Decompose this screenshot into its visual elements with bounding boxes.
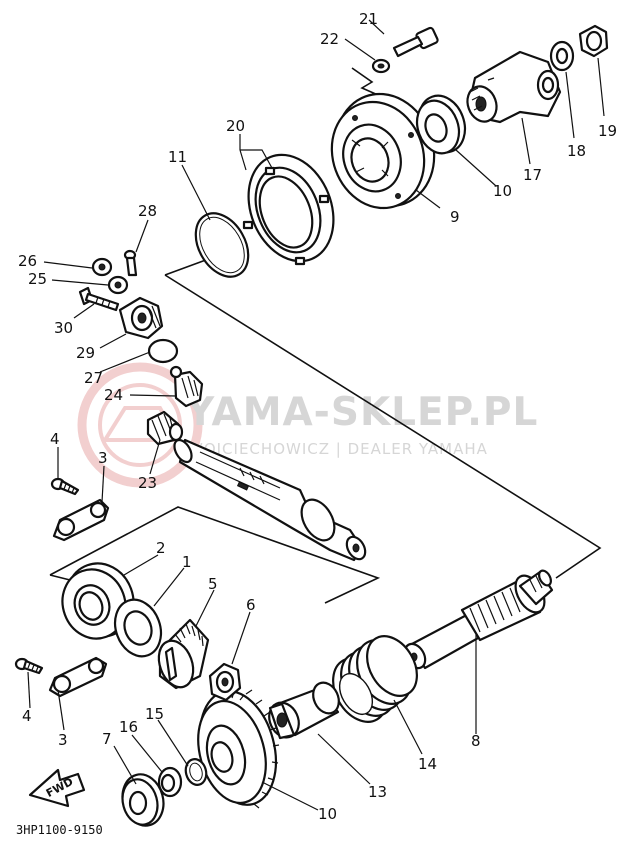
- watermark-subtitle: WOJCIECHOWICZ | DEALER YAMAHA: [188, 440, 488, 458]
- callout-15: 15: [145, 705, 164, 723]
- part-24-gear: [169, 365, 204, 408]
- part-3-plate-upper: [52, 498, 110, 542]
- part-21-bolt: [392, 26, 439, 58]
- callout-21: 21: [359, 10, 378, 28]
- part-20-ring: [242, 153, 335, 266]
- callout-14: 14: [418, 755, 437, 773]
- part-27-oring: [147, 338, 179, 364]
- callout-17: 17: [523, 166, 542, 184]
- callout-19: 19: [598, 122, 617, 140]
- fwd-arrow-icon: FWD: [28, 768, 86, 808]
- callout-labels: 21 22 20 11 9 10 17 18 19 28 26 25 30 29…: [18, 10, 617, 823]
- part-9-ring-gear: [197, 689, 280, 809]
- leader-lines: [27, 19, 605, 811]
- callout-30: 30: [54, 319, 73, 337]
- part-1-shim: [113, 598, 163, 658]
- callout-24: 24: [104, 386, 123, 404]
- callout-23: 23: [138, 474, 157, 492]
- part-4-screw-upper: [50, 477, 80, 496]
- callout-3-lower: 3: [58, 731, 68, 749]
- part-8-shaft: [403, 569, 554, 670]
- drive-shaft: [173, 438, 367, 562]
- callout-29: 28: [138, 202, 157, 220]
- callout-11: 10: [493, 182, 512, 200]
- part-15-circlip: [184, 758, 208, 786]
- part-28-housing: [118, 296, 164, 340]
- part-30-bolt: [78, 286, 120, 312]
- part-11-bearing: [415, 94, 467, 155]
- callout-6: 6: [246, 596, 256, 614]
- callout-1: 1: [182, 553, 192, 571]
- part-29-screw: [123, 249, 138, 277]
- callout-10: 9: [450, 208, 460, 226]
- callout-25: 25: [28, 270, 47, 288]
- callout-28: 29: [76, 344, 95, 362]
- part-17-yoke: [466, 50, 562, 124]
- diagram-code: 3HP1100-9150: [16, 823, 103, 837]
- part-16-collar: [157, 766, 183, 798]
- part-6-nut: [208, 662, 242, 702]
- callout-9: 10: [318, 805, 337, 823]
- callout-3-upper: 3: [98, 449, 108, 467]
- callout-8: 8: [471, 732, 481, 750]
- part-12-oring: [194, 212, 250, 278]
- part-22-washer: [371, 58, 391, 74]
- callout-7: 7: [102, 730, 112, 748]
- callout-18: 18: [567, 142, 586, 160]
- part-14-spring: [332, 635, 418, 723]
- part-19-nut: [578, 24, 609, 58]
- callout-5: 5: [208, 575, 218, 593]
- watermark-brand: YAMA-SKLEP.PL: [185, 390, 538, 435]
- assembly-guide-lines: [49, 67, 602, 604]
- watermark: YAMA-SKLEP.PL WOJCIECHOWICZ | DEALER YAM…: [77, 362, 538, 488]
- callout-20: 20: [226, 117, 245, 135]
- callout-13: 13: [368, 783, 387, 801]
- part-18-washer: [549, 40, 575, 72]
- callout-26: 26: [18, 252, 37, 270]
- callout-16: 16: [119, 718, 138, 736]
- callout-22: 22: [320, 30, 339, 48]
- callout-12: 11: [168, 148, 187, 166]
- callout-2: 2: [156, 539, 166, 557]
- part-25-washer: [107, 275, 129, 295]
- part-23-gear: [146, 410, 184, 446]
- callout-27: 27: [84, 369, 103, 387]
- part-7-bearing: [121, 773, 165, 827]
- part-26-washer: [91, 257, 113, 277]
- part-4-screw-lower: [14, 657, 44, 675]
- part-3-plate-lower: [48, 656, 108, 698]
- part-13-coupling: [268, 681, 340, 740]
- part-10-housing: [330, 92, 436, 210]
- part-5-pinion-gear: [157, 618, 210, 690]
- callout-4-lower: 4: [22, 707, 32, 725]
- callout-4-upper: 4: [50, 430, 60, 448]
